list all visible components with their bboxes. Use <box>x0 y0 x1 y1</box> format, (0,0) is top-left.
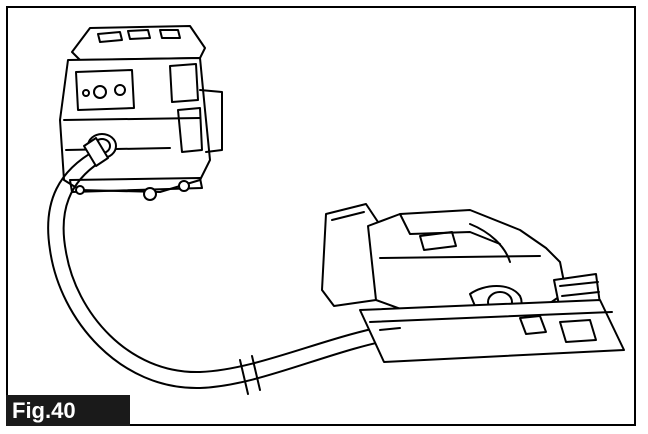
cordless-planer-icon <box>321 203 625 363</box>
figure-label: Fig.40 <box>6 395 130 426</box>
